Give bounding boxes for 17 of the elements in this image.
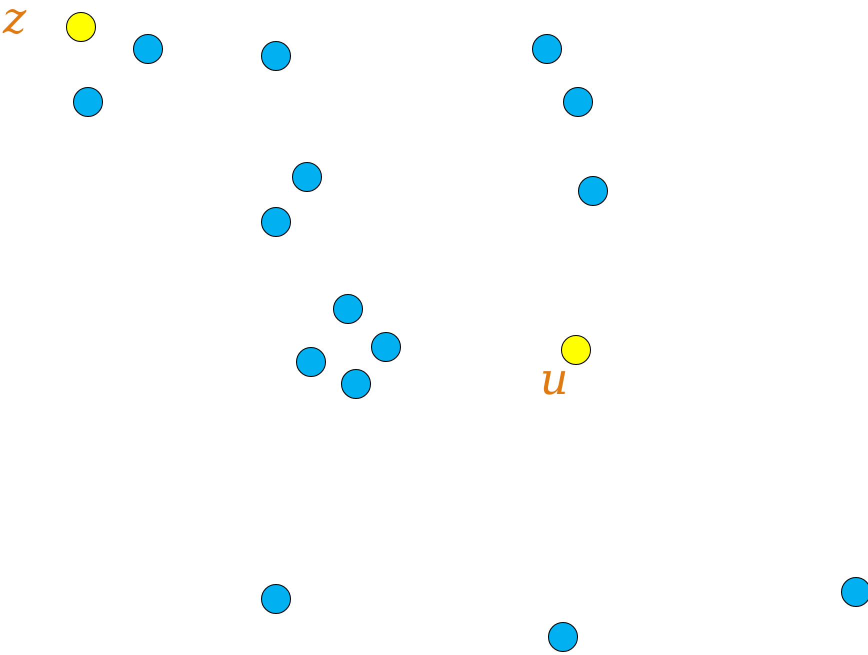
node-circle — [371, 332, 401, 362]
node-circle — [261, 41, 291, 71]
node-circle — [261, 207, 291, 237]
node-circle — [261, 584, 291, 614]
node-circle — [548, 622, 578, 652]
node-circle — [532, 34, 562, 64]
node-circle — [296, 347, 326, 377]
variable-label: z — [3, 0, 26, 41]
variable-label: u — [540, 358, 568, 402]
node-circle — [578, 176, 608, 206]
node-circle — [333, 294, 363, 324]
node-circle — [841, 577, 868, 607]
node-circle — [563, 87, 593, 117]
node-circle — [341, 369, 371, 399]
node-circle — [292, 162, 322, 192]
node-circle — [133, 34, 163, 64]
node-circle — [73, 87, 103, 117]
